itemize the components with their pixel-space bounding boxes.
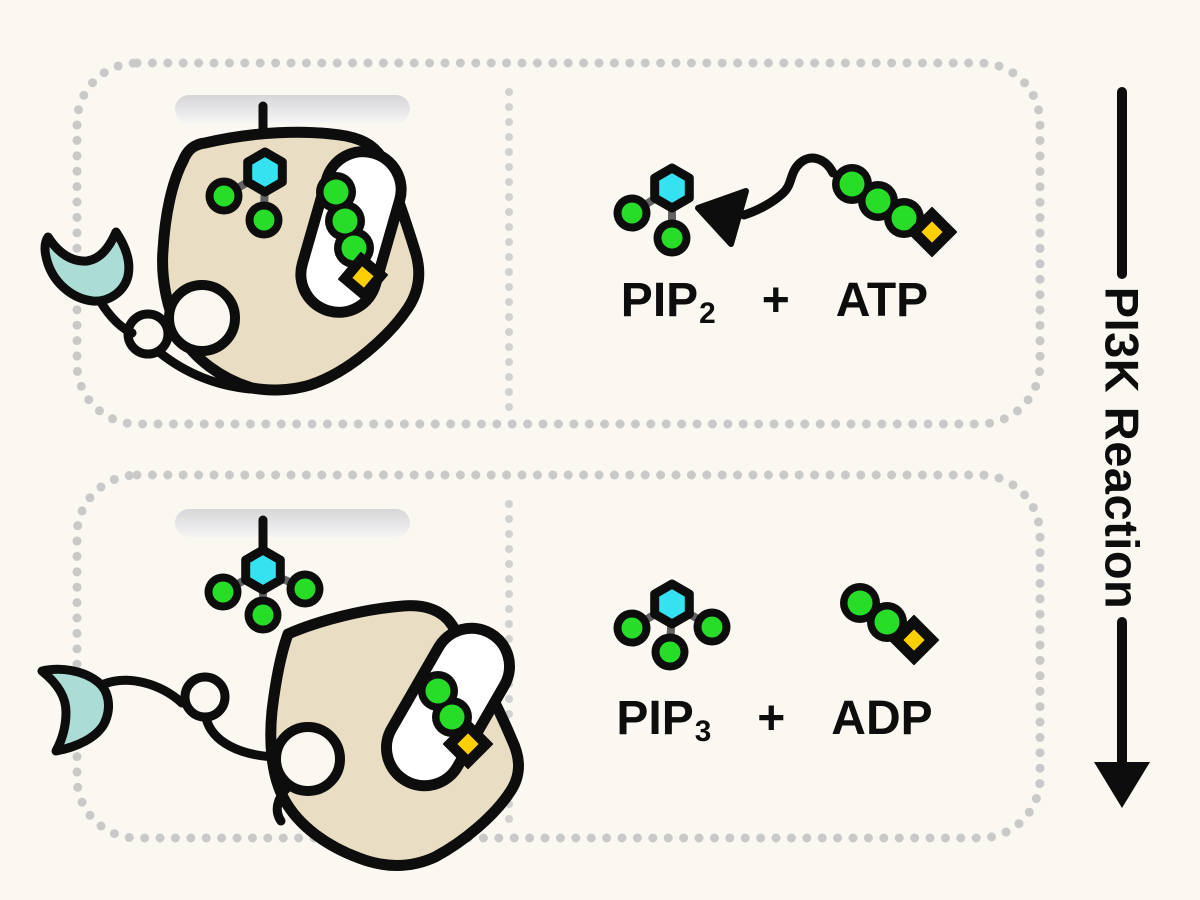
adp-molecule-icon [840, 583, 940, 666]
pip2-molecule-icon [613, 163, 694, 257]
plus-sign: + [757, 692, 786, 745]
pip2-label: PIP2 [620, 274, 716, 331]
pip2-bound-icon [205, 147, 287, 239]
adenosine-diamond-icon [888, 614, 940, 666]
phosphate-transfer-arrow-icon [695, 153, 838, 247]
pip3-label: PIP3 [616, 692, 712, 749]
adp-in-pocket-icon [381, 622, 515, 792]
reaction-title: PI3K Reaction [1095, 286, 1149, 610]
regulatory-subunit-icon [37, 664, 345, 826]
cell-after [37, 509, 524, 871]
atp-label: ATP [835, 274, 929, 327]
regulatory-subunit-icon [40, 227, 255, 394]
adp-label: ADP [831, 692, 933, 745]
membrane-bar-icon [175, 95, 410, 123]
equation-before: PIP2 + ATP [509, 277, 1040, 329]
adenosine-diamond-icon [442, 718, 494, 770]
adenosine-diamond-icon [906, 206, 958, 258]
equation-after: PIP3 + ADP [509, 695, 1040, 747]
plus-sign: + [761, 274, 790, 327]
crescent-icon [37, 664, 114, 756]
pip3-released-icon [204, 545, 324, 634]
pip3-molecule-icon [613, 579, 731, 671]
crescent-icon [40, 227, 134, 306]
reaction-direction-arrow [1094, 87, 1150, 808]
panel-before-border [72, 58, 1045, 429]
atp-in-pocket-icon [295, 146, 407, 318]
atp-molecule-icon [832, 164, 958, 258]
cell-before [40, 95, 425, 396]
adenosine-diamond-icon [338, 252, 388, 302]
panel-after-border [72, 470, 1045, 843]
membrane-bar-icon [175, 509, 410, 537]
